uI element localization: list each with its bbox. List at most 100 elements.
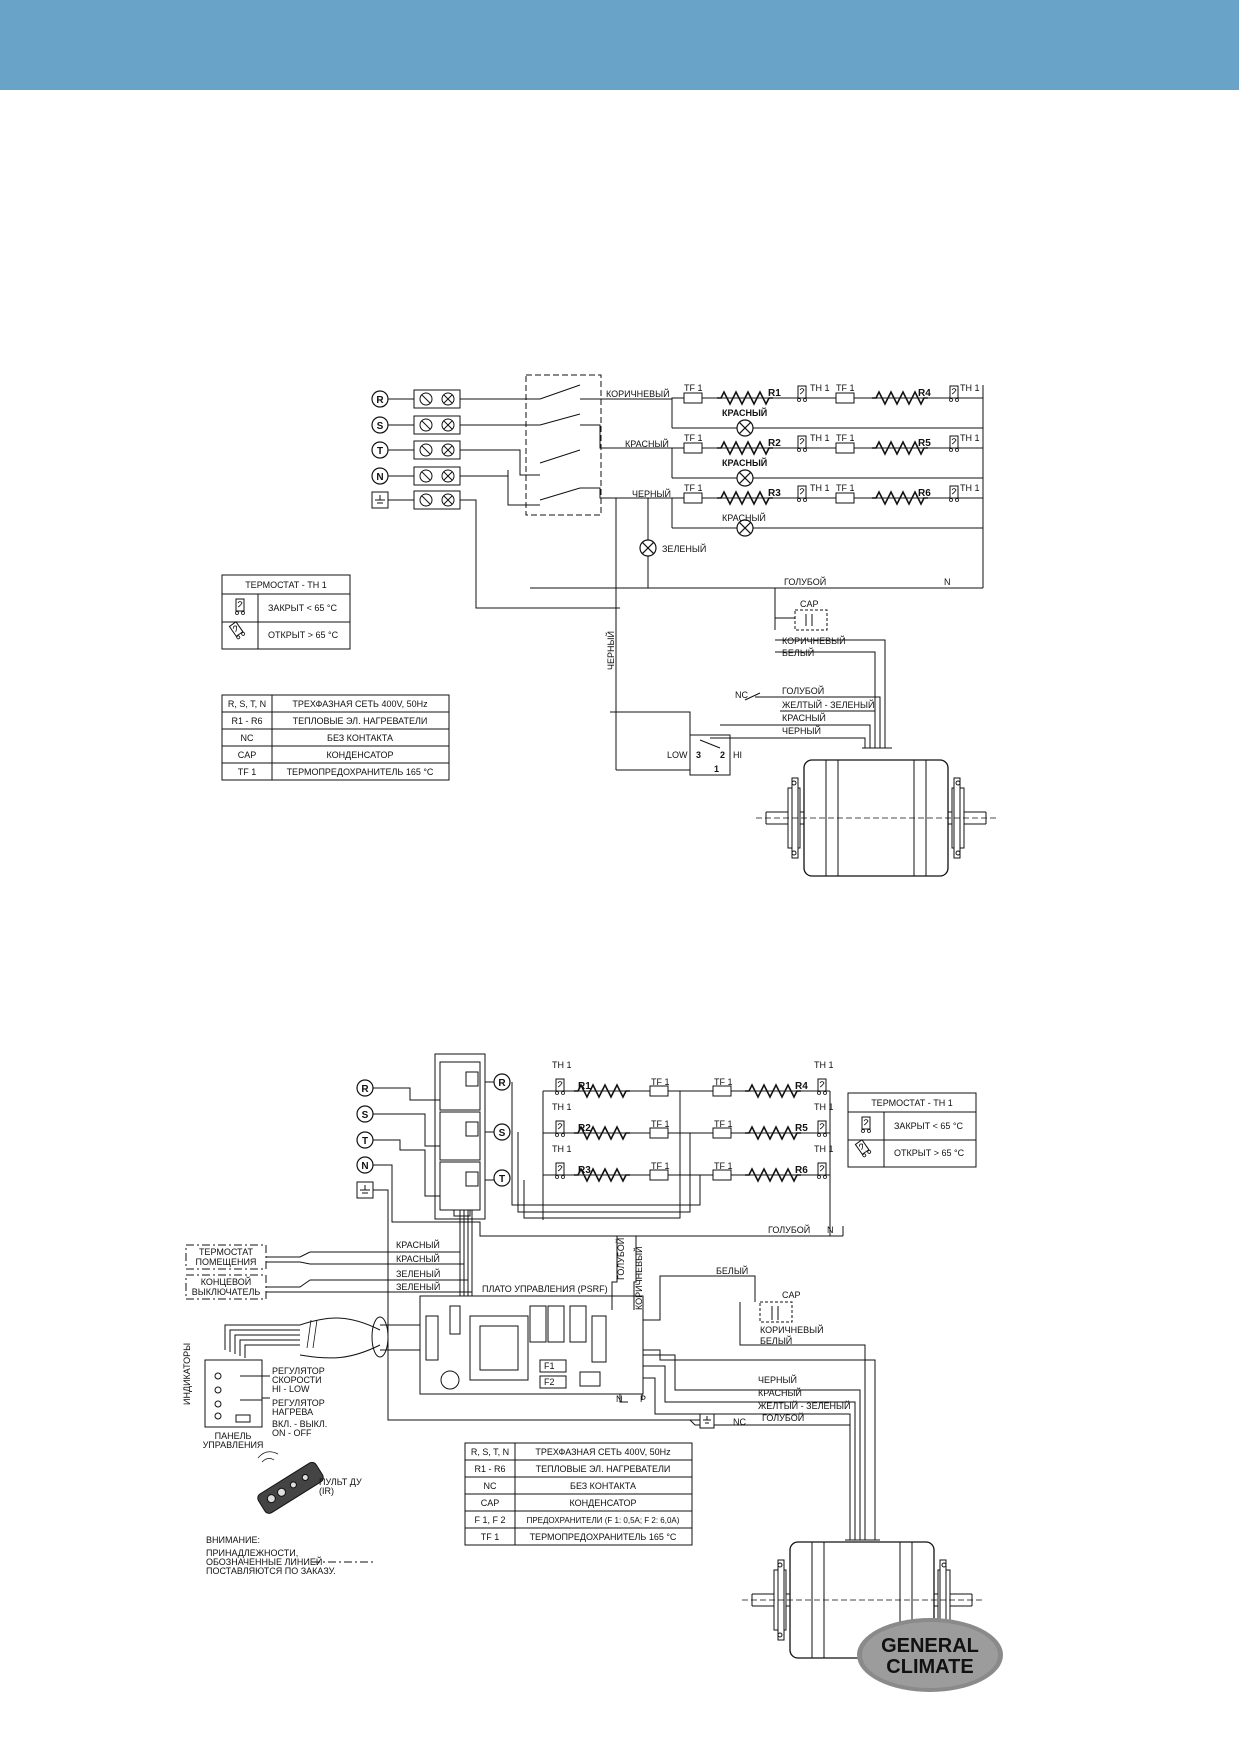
d2-thermostat-table: ТЕРМОСТАТ - TH 1 ЗАКРЫТ < 65 °C ОТКРЫТ >… [847, 1092, 977, 1168]
d1-th-2b: TH 1 [960, 433, 980, 443]
d2-th-e: TH 1 [814, 1102, 834, 1112]
d2-speed-reg-1: РЕГУЛЯТОР [272, 1366, 325, 1376]
d2-ctrl-wire-green-1: ЗЕЛЕНЫЙ [396, 1268, 440, 1279]
d1-brown: КОРИЧНЕВЫЙ [782, 635, 846, 646]
d1-sw-2: 2 [720, 750, 725, 760]
svg-text:N: N [376, 472, 383, 483]
d1-lamp-label-1: КРАСНЫЙ [722, 407, 767, 418]
d2-motor-wire-black: ЧЕРНЫЙ [758, 1374, 797, 1385]
svg-text:ТЕПЛОВЫЕ ЭЛ. НАГРЕВАТЕЛИ: ТЕПЛОВЫЕ ЭЛ. НАГРЕВАТЕЛИ [536, 1464, 671, 1474]
header-band [0, 0, 1239, 90]
svg-text:ТЕРМОСТАТ - TH 1: ТЕРМОСТАТ - TH 1 [245, 580, 327, 590]
d1-terminal-s: S [371, 416, 389, 434]
svg-text:S: S [499, 1128, 506, 1139]
d2-terminal-t: T [356, 1131, 374, 1149]
svg-text:R: R [361, 1084, 369, 1095]
d1-motor-wire-red: КРАСНЫЙ [782, 712, 826, 723]
svg-text:R: R [498, 1078, 506, 1089]
diagram-1: R S T N [221, 374, 997, 877]
d2-heat-reg-1: РЕГУЛЯТОР [272, 1398, 325, 1408]
svg-text:CAP: CAP [238, 750, 257, 760]
d2-n: N [827, 1225, 834, 1235]
d1-r4: R4 [918, 388, 931, 399]
d2-blue2: ГОЛУБОЙ [762, 1412, 804, 1423]
d1-motor-wire-yg: ЖЕЛТЫЙ - ЗЕЛЕНЫЙ [782, 699, 874, 710]
d2-white2: БЕЛЫЙ [760, 1335, 792, 1346]
d2-warning-3: ПОСТАВЛЯЮТСЯ ПО ЗАКАЗУ. [206, 1566, 336, 1576]
d2-th-f: TH 1 [814, 1144, 834, 1154]
d2-indicators: ИНДИКАТОРЫ [182, 1343, 192, 1405]
d2-remote-1: ПУЛЬТ ДУ [319, 1477, 362, 1487]
svg-text:ТЕРМОПРЕДОХРАНИТЕЛЬ 165 °C: ТЕРМОПРЕДОХРАНИТЕЛЬ 165 °C [530, 1532, 677, 1542]
d1-lamp-label-3: КРАСНЫЙ [722, 512, 766, 523]
d1-tf-3a: TF 1 [684, 483, 703, 493]
d1-r3: R3 [768, 488, 781, 499]
d1-thermostat-table: ТЕРМОСТАТ - TH 1 ЗАКРЫТ < 65 °C ОТКРЫТ >… [221, 574, 351, 650]
d2-r6: R6 [795, 1165, 808, 1176]
svg-text:ЗАКРЫТ < 65 °C: ЗАКРЫТ < 65 °C [268, 603, 338, 613]
d1-n-label: N [944, 577, 951, 587]
d1-heater-rows [639, 385, 959, 557]
d2-relay-terminal-t: T [493, 1169, 511, 1187]
d2-room-thermostat-2: ПОМЕЩЕНИЯ [196, 1257, 257, 1267]
svg-text:R, S, T, N: R, S, T, N [471, 1447, 509, 1457]
d1-th-3a: TH 1 [810, 483, 830, 493]
d2-panel-1: ПАНЕЛЬ [215, 1431, 252, 1441]
d2-vertical-brown: КОРИЧНЕВЫЙ [633, 1246, 644, 1310]
d2-nc: NC [733, 1417, 746, 1427]
d1-wire-brown: КОРИЧНЕВЫЙ [606, 388, 670, 399]
d1-terminal-r: R [371, 390, 389, 408]
d2-relay-terminal-s: S [493, 1123, 511, 1141]
svg-text:ТЕПЛОВЫЕ ЭЛ. НАГРЕВАТЕЛИ: ТЕПЛОВЫЕ ЭЛ. НАГРЕВАТЕЛИ [293, 716, 428, 726]
d2-ctrl-wire-green-2: ЗЕЛЕНЫЙ [396, 1281, 440, 1292]
d2-terminal-r: R [356, 1079, 374, 1097]
svg-text:БЕЗ КОНТАКТА: БЕЗ КОНТАКТА [570, 1481, 636, 1491]
svg-text:ЗАКРЫТ < 65 °C: ЗАКРЫТ < 65 °C [894, 1121, 964, 1131]
d2-th-c: TH 1 [552, 1144, 572, 1154]
d2-remote-2: (IR) [319, 1486, 334, 1496]
svg-text:R1 - R6: R1 - R6 [231, 716, 262, 726]
d1-motor-wire-black: ЧЕРНЫЙ [782, 725, 821, 736]
d2-speed-reg-2: СКОРОСТИ [272, 1375, 322, 1385]
d2-tf-a: TF 1 [651, 1077, 670, 1087]
svg-text:T: T [377, 446, 383, 457]
d1-tf-1b: TF 1 [836, 383, 855, 393]
d1-tf-2a: TF 1 [684, 433, 703, 443]
svg-text:GENERAL: GENERAL [881, 1635, 979, 1657]
d1-wire-black: ЧЕРНЫЙ [632, 488, 671, 499]
d1-blue-wire: ГОЛУБОЙ [784, 576, 826, 587]
svg-text:TF 1: TF 1 [481, 1532, 500, 1542]
d2-tf-d: TF 1 [714, 1119, 733, 1129]
d2-motor-wire-yg: ЖЕЛТЫЙ - ЗЕЛЕНЫЙ [758, 1400, 850, 1411]
d1-r2: R2 [768, 438, 781, 449]
d1-ground-icon [371, 491, 389, 509]
svg-text:БЕЗ КОНТАКТА: БЕЗ КОНТАКТА [327, 733, 393, 743]
svg-text:ОТКРЫТ > 65 °C: ОТКРЫТ > 65 °C [268, 630, 339, 640]
svg-text:R: R [376, 395, 384, 406]
d2-limit-switch-1: КОНЦЕВОЙ [201, 1276, 251, 1287]
d2-heater-rows [555, 1078, 827, 1182]
d2-n-label: N [616, 1394, 623, 1404]
d1-th-1a: TH 1 [810, 383, 830, 393]
d1-low: LOW [667, 750, 688, 760]
svg-text:S: S [362, 1110, 369, 1121]
svg-text:NC: NC [241, 733, 254, 743]
d2-tf-b: TF 1 [714, 1077, 733, 1087]
d2-r3: R3 [578, 1165, 591, 1176]
d1-th-1b: TH 1 [960, 383, 980, 393]
svg-text:ТЕРМОСТАТ - TH 1: ТЕРМОСТАТ - TH 1 [871, 1098, 953, 1108]
d2-panel-2: УПРАВЛЕНИЯ [203, 1440, 264, 1450]
d2-speed-reg-3: HI - LOW [272, 1384, 310, 1394]
d1-th-2a: TH 1 [810, 433, 830, 443]
d2-blue: ГОЛУБОЙ [768, 1224, 810, 1235]
d1-tf-1a: TF 1 [684, 383, 703, 393]
d2-tf-c: TF 1 [651, 1119, 670, 1129]
d1-white: БЕЛЫЙ [782, 647, 814, 658]
d2-board-label: ПЛАТО УПРАВЛЕНИЯ (PSRF) [482, 1284, 608, 1294]
d2-th-b: TH 1 [552, 1102, 572, 1112]
d2-white: БЕЛЫЙ [716, 1265, 748, 1276]
d2-relay-terminal-r: R [493, 1073, 511, 1091]
d1-motor-wire-blue: ГОЛУБОЙ [782, 685, 824, 696]
svg-text:КОНДЕНСАТОР: КОНДЕНСАТОР [570, 1498, 637, 1508]
svg-text:T: T [362, 1136, 368, 1147]
